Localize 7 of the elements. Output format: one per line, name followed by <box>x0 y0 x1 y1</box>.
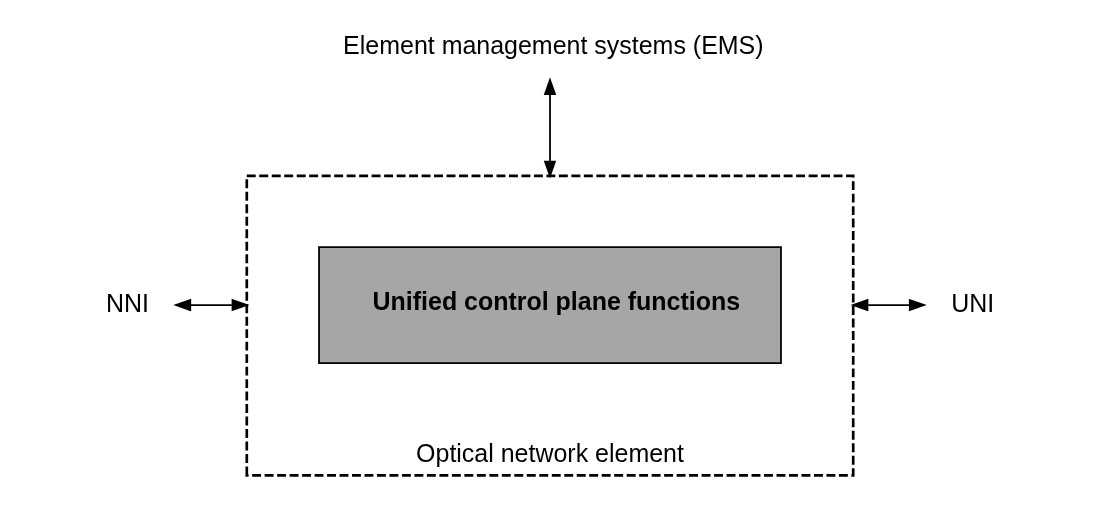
node-text: UNI <box>951 288 995 317</box>
arrow <box>173 298 250 312</box>
node-box: Unified control plane functions <box>318 246 782 364</box>
node-text: NNI <box>105 288 149 317</box>
arrow <box>543 77 557 179</box>
node-text: Element management systems (EMS) <box>343 30 764 59</box>
arrow <box>850 298 927 312</box>
